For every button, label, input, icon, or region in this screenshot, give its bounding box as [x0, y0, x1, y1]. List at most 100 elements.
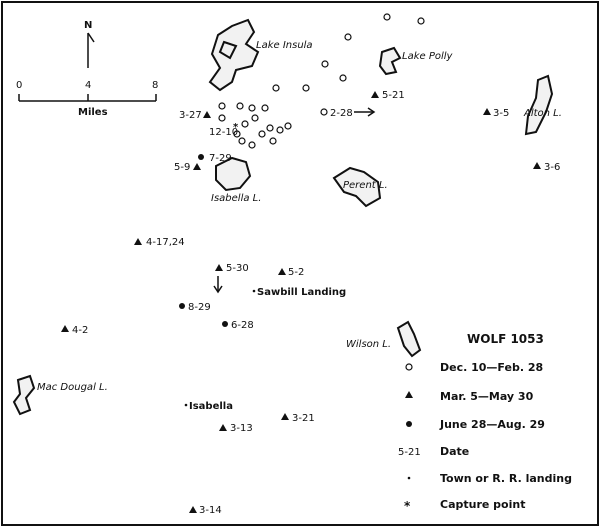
scale-tick-8: 8	[152, 80, 158, 91]
date-label: 5-30	[226, 263, 249, 274]
asterisk-icon: *	[404, 499, 411, 513]
triangle-icon	[134, 238, 142, 245]
wilson-lake-label: Wilson L.	[346, 339, 391, 350]
scale-unit: Miles	[78, 107, 108, 118]
triangle-icon	[278, 268, 286, 275]
date-label: 2-28	[330, 108, 353, 119]
open-circle-icon	[233, 130, 241, 138]
date-label: 4-17,24	[146, 237, 185, 248]
north-label: N	[84, 20, 92, 31]
open-circle-icon	[272, 84, 280, 92]
open-circle-icon	[241, 120, 249, 128]
date-label: 7-29	[209, 153, 232, 164]
legend-item-winter: Dec. 10—Feb. 28	[440, 361, 543, 374]
open-circle-icon	[261, 104, 269, 112]
open-circle-icon	[276, 126, 284, 134]
legend-item-date: Date	[440, 445, 469, 458]
date-label: 3-6	[544, 162, 560, 173]
date-label: 6-28	[231, 320, 254, 331]
scale-bar: 0 4 8 Miles	[16, 80, 158, 118]
open-circle-icon	[251, 114, 259, 122]
lake-polly: Lake Polly	[378, 46, 454, 76]
triangle-icon	[483, 108, 491, 115]
triangle-icon	[203, 111, 211, 118]
date-label: 3-27	[179, 110, 202, 121]
isabella-lake: Isabella L.	[211, 156, 261, 204]
triangle-icon	[405, 391, 413, 398]
open-circle-icon	[248, 104, 256, 112]
date-label: 3-21	[292, 413, 315, 424]
asterisk-icon: *	[233, 122, 239, 133]
open-circle-icon	[218, 102, 226, 110]
open-circle-icon	[218, 114, 226, 122]
triangle-icon	[189, 506, 197, 513]
legend-item-capture: Capture point	[440, 498, 525, 511]
winter-locations	[218, 13, 425, 149]
open-circle-icon	[405, 363, 413, 371]
date-label: 3-5	[493, 108, 509, 119]
small-dot-icon	[407, 476, 411, 480]
legend-item-summer: June 28—Aug. 29	[439, 418, 545, 431]
summer-locations	[179, 154, 228, 327]
open-circle-icon	[238, 137, 246, 145]
scale-tick-0: 0	[16, 80, 22, 91]
date-label: 3-14	[199, 505, 222, 516]
town-markers: Sawbill Landing Isabella	[184, 287, 346, 412]
scale-tick-4: 4	[85, 80, 91, 91]
legend: WOLF 1053 Dec. 10—Feb. 28 Mar. 5—May 30 …	[398, 332, 572, 513]
triangle-icon	[533, 162, 541, 169]
legend-item-spring: Mar. 5—May 30	[440, 390, 534, 403]
perent-lake: Perent L.	[332, 166, 388, 208]
open-circle-icon	[321, 60, 329, 68]
open-circle-icon	[236, 102, 244, 110]
mac-dougal-lake-label: Mac Dougal L.	[37, 382, 108, 393]
filled-dot-icon	[406, 421, 412, 427]
filled-dot-icon	[198, 154, 204, 160]
open-circle-icon	[266, 124, 274, 132]
small-dot-icon	[252, 289, 256, 293]
legend-item-town: Town or R. R. landing	[440, 472, 572, 485]
filled-dot-icon	[179, 303, 185, 309]
open-circle-icon	[258, 130, 266, 138]
triangle-icon	[371, 91, 379, 98]
alton-lake: Alton L.	[523, 74, 562, 136]
legend-title: WOLF 1053	[467, 332, 544, 346]
lake-polly-label: Lake Polly	[402, 51, 454, 62]
lake-insula-label: Lake Insula	[256, 40, 313, 51]
date-label: 5-2	[288, 267, 304, 278]
filled-dot-icon	[222, 321, 228, 327]
open-circle-icon	[248, 141, 256, 149]
perent-lake-label: Perent L.	[343, 180, 388, 191]
date-label: 8-29	[188, 302, 211, 313]
movement-arrows	[213, 107, 376, 294]
wilson-lake: Wilson L.	[346, 320, 422, 358]
open-circle-icon	[383, 13, 391, 21]
open-circle-icon	[339, 74, 347, 82]
open-circle-icon	[344, 33, 352, 41]
date-label: 4-2	[72, 325, 88, 336]
open-circle-icon	[302, 84, 310, 92]
triangle-icon	[215, 264, 223, 271]
alton-lake-label: Alton L.	[523, 108, 562, 119]
triangle-icon	[281, 413, 289, 420]
date-label: 3-13	[230, 423, 253, 434]
triangle-icon	[219, 424, 227, 431]
triangle-icon	[61, 325, 69, 332]
sawbill-landing-label: Sawbill Landing	[257, 287, 346, 298]
north-arrow: N	[84, 20, 95, 68]
small-dot-icon	[184, 403, 188, 407]
open-circle-icon	[269, 137, 277, 145]
isabella-town-label: Isabella	[189, 401, 233, 412]
open-circle-icon	[417, 17, 425, 25]
mac-dougal-lake: Mac Dougal L.	[12, 374, 108, 416]
date-labels: 5-21 3-5 3-6 2-28 3-27 12-10 7-29 5-9 4-…	[72, 90, 560, 516]
lake-insula: Lake Insula	[208, 18, 313, 92]
spring-locations	[61, 91, 541, 513]
date-label: 12-10	[209, 127, 238, 138]
date-label: 5-9	[174, 162, 190, 173]
triangle-icon	[193, 163, 201, 170]
isabella-lake-label: Isabella L.	[211, 193, 261, 204]
legend-date-sample: 5-21	[398, 447, 421, 458]
